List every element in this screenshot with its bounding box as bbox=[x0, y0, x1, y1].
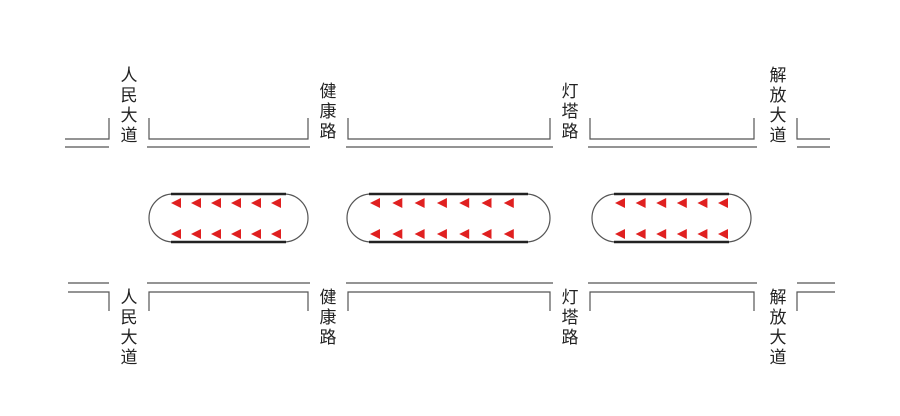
lane-arrow-icon bbox=[459, 229, 470, 239]
lane-arrow-icon bbox=[392, 198, 403, 208]
road-edge-north-0 bbox=[65, 118, 110, 140]
street-label-jiankang-south: 健康路 bbox=[320, 288, 337, 348]
lane-arrow-icon bbox=[635, 229, 646, 239]
road-edge-south-7 bbox=[589, 291, 755, 311]
street-label-char: 健 bbox=[320, 82, 337, 102]
road-edge-north-2 bbox=[148, 118, 309, 140]
lane-arrow-icon bbox=[615, 229, 625, 239]
lane-arrow-icon bbox=[414, 198, 425, 208]
lane-arrow-icon bbox=[656, 198, 667, 208]
street-label-char: 康 bbox=[320, 102, 337, 122]
street-label-char: 灯 bbox=[562, 82, 579, 102]
street-label-char: 民 bbox=[121, 86, 138, 106]
lane-arrow-icon bbox=[191, 198, 201, 208]
street-label-char: 放 bbox=[770, 86, 787, 106]
street-label-char: 健 bbox=[320, 288, 337, 308]
lane-arrow-icon bbox=[171, 229, 181, 239]
road-edge-north-6 bbox=[589, 118, 755, 140]
lane-arrow-icon bbox=[211, 229, 221, 239]
road-edge-south-1 bbox=[68, 291, 110, 311]
street-label-char: 灯 bbox=[562, 288, 579, 308]
street-label-char: 路 bbox=[320, 122, 337, 142]
lane-arrow-icon bbox=[615, 198, 625, 208]
lane-arrow-icon bbox=[414, 229, 425, 239]
road-edges bbox=[65, 118, 835, 311]
lane-arrow-icon bbox=[676, 229, 687, 239]
street-label-char: 大 bbox=[770, 328, 787, 348]
lane-arrow-icon bbox=[635, 198, 646, 208]
street-label-char: 路 bbox=[562, 122, 579, 142]
street-label-char: 解 bbox=[770, 66, 787, 86]
lane-arrow-icon bbox=[271, 229, 281, 239]
street-label-char: 大 bbox=[121, 328, 138, 348]
lane-arrow-icon bbox=[656, 229, 667, 239]
street-label-char: 道 bbox=[121, 348, 138, 368]
lane-arrow-icon bbox=[370, 229, 380, 239]
lane-arrow-icon bbox=[481, 229, 492, 239]
street-label-char: 路 bbox=[562, 328, 579, 348]
street-label-char: 道 bbox=[121, 126, 138, 146]
lane-arrow-icon bbox=[271, 198, 281, 208]
traffic-islands bbox=[148, 192, 752, 244]
lane-arrow-icon bbox=[251, 229, 261, 239]
lane-arrow-icon bbox=[459, 198, 470, 208]
lane-arrow-icon bbox=[676, 198, 687, 208]
road-edge-south-3 bbox=[148, 291, 309, 311]
street-label-char: 路 bbox=[320, 328, 337, 348]
street-label-char: 大 bbox=[770, 106, 787, 126]
street-label-char: 人 bbox=[121, 66, 138, 86]
lane-arrow-icon bbox=[697, 229, 708, 239]
lane-arrow-icon bbox=[231, 229, 241, 239]
street-label-char: 大 bbox=[121, 106, 138, 126]
lane-arrow-icon bbox=[481, 198, 492, 208]
lane-arrow-icon bbox=[436, 229, 447, 239]
traffic-island-3 bbox=[591, 192, 752, 244]
street-label-char: 康 bbox=[320, 308, 337, 328]
road-edge-north-8 bbox=[796, 118, 830, 140]
road-edge-south-5 bbox=[347, 291, 551, 311]
lane-arrow-icon bbox=[370, 198, 380, 208]
lane-arrow-icon bbox=[503, 198, 514, 208]
lane-arrow-icon bbox=[231, 198, 241, 208]
street-label-dengta-north: 灯塔路 bbox=[562, 82, 579, 142]
lane-arrow-icon bbox=[191, 229, 201, 239]
lane-arrow-icon bbox=[718, 229, 728, 239]
street-label-dengta-south: 灯塔路 bbox=[562, 288, 579, 348]
street-label-char: 塔 bbox=[562, 308, 579, 328]
street-label-char: 道 bbox=[770, 348, 787, 368]
lane-arrow-icon bbox=[251, 198, 261, 208]
street-label-char: 道 bbox=[770, 126, 787, 146]
street-label-char: 塔 bbox=[562, 102, 579, 122]
street-label-char: 放 bbox=[770, 308, 787, 328]
road-edge-north-4 bbox=[347, 118, 551, 140]
lane-arrow-icon bbox=[392, 229, 403, 239]
road-edge-south-9 bbox=[796, 291, 835, 311]
lane-arrow-icon bbox=[211, 198, 221, 208]
lane-arrow-icon bbox=[503, 229, 514, 239]
street-label-char: 人 bbox=[121, 288, 138, 308]
lane-arrow-icon bbox=[718, 198, 728, 208]
street-label-char: 解 bbox=[770, 288, 787, 308]
street-label-char: 民 bbox=[121, 308, 138, 328]
traffic-island-2 bbox=[346, 192, 551, 244]
lane-arrow-icon bbox=[436, 198, 447, 208]
lane-arrow-icon bbox=[697, 198, 708, 208]
street-label-jiankang-north: 健康路 bbox=[320, 82, 337, 142]
lane-arrow-icon bbox=[171, 198, 181, 208]
traffic-island-1 bbox=[148, 192, 309, 244]
